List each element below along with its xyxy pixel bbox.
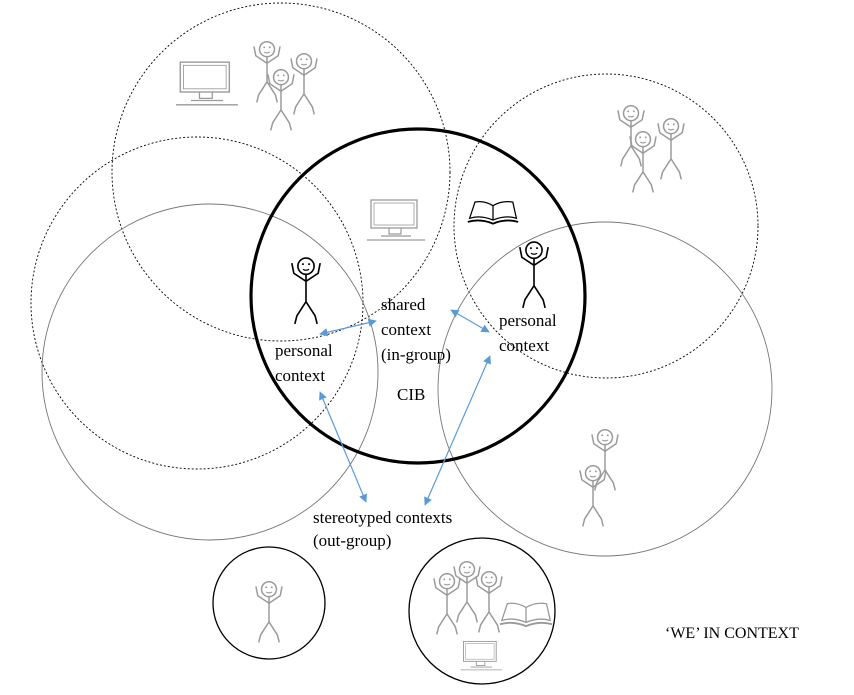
- stick-figure-icon: [591, 428, 619, 492]
- stick-figure-icon: [433, 572, 461, 636]
- monitor-icon: [460, 640, 503, 671]
- context-circle-top: [111, 2, 451, 342]
- context-circle-right-gray: [437, 221, 773, 557]
- personal-context-right-label: personal context: [499, 311, 561, 355]
- stick-figure-icon: [290, 257, 322, 325]
- arrow-personal-left-stereotyped: [319, 391, 367, 503]
- stick-figure-icon: [629, 130, 657, 194]
- arrow-personal-right-stereotyped: [424, 355, 491, 506]
- stick-figure-icon: [267, 68, 295, 132]
- stick-figure-icon: [290, 52, 318, 116]
- shared-context-label: shared context (in-group): [381, 295, 451, 364]
- stereotyped-contexts-label: stereotyped contexts (out-group): [313, 508, 457, 550]
- diagram-title: ‘WE’ IN CONTEXT: [665, 625, 799, 642]
- arrow-shared-personal-right: [450, 309, 490, 333]
- small-circle-left: [212, 546, 326, 660]
- context-circle-right-dotted: [453, 73, 759, 379]
- context-circle-left-gray: [41, 203, 379, 541]
- book-icon: [498, 602, 554, 628]
- monitor-icon: [176, 61, 239, 106]
- book-icon: [466, 200, 520, 225]
- stick-figure-icon: [518, 241, 550, 309]
- context-circle-left-dotted: [30, 136, 364, 470]
- cib-label: CIB: [397, 385, 425, 404]
- arrow-personal-left-shared: [319, 318, 377, 337]
- cib-circle: [249, 127, 587, 465]
- stick-figure-icon: [617, 104, 645, 168]
- small-circle-right: [408, 537, 556, 685]
- personal-context-left-label: personal context: [275, 341, 337, 385]
- stick-figure-icon: [657, 117, 685, 181]
- stick-figure-icon: [453, 560, 481, 624]
- stick-figure-icon: [255, 580, 283, 644]
- stick-figure-icon: [475, 570, 503, 634]
- monitor-icon: [366, 199, 426, 241]
